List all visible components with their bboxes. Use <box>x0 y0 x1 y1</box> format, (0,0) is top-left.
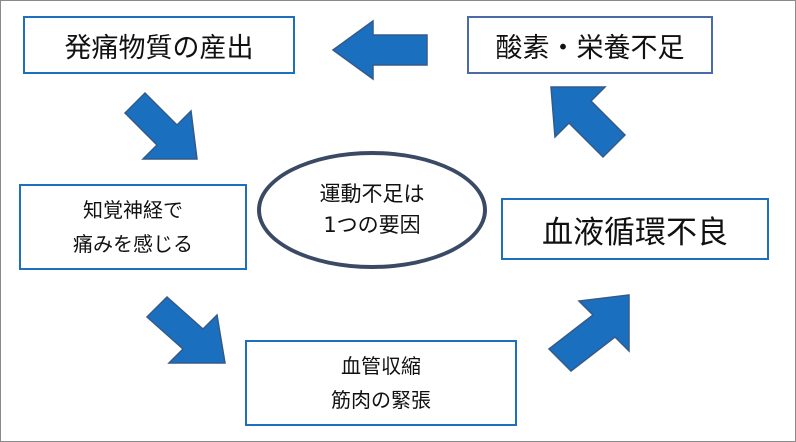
node-vasoconstriction-muscle-tension: 血管収縮 筋肉の緊張 <box>245 340 517 426</box>
node-oxygen-nutrient-deficiency: 酸素・栄養不足 <box>467 16 713 74</box>
node-pain-substance-production: 発痛物質の産出 <box>23 16 295 74</box>
arrow-down-right-icon <box>123 91 198 160</box>
arrow-up-left-icon <box>550 86 627 159</box>
node-poor-blood-circulation: 血液循環不良 <box>501 198 769 260</box>
center-ellipse: 運動不足は 1つの要因 <box>257 151 487 269</box>
node-pain-perception: 知覚神経で 痛みを感じる <box>19 184 247 270</box>
arrow-down-right-icon <box>145 295 226 364</box>
arrow-up-right-icon <box>547 294 630 372</box>
arrow-left-icon <box>331 19 428 81</box>
